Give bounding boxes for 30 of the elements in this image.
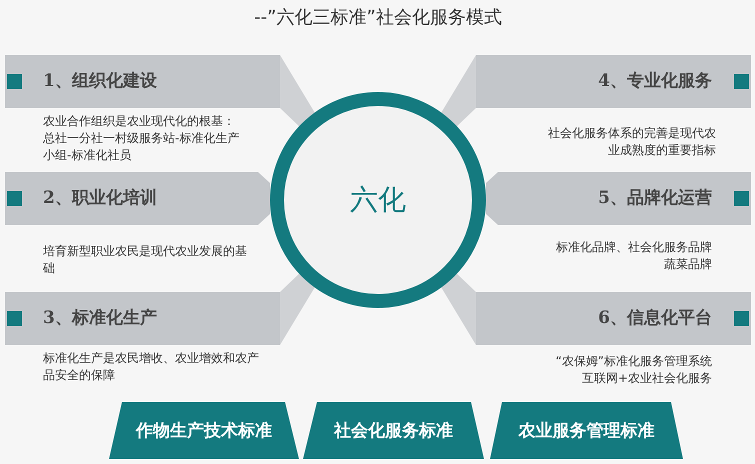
standard-label: 农业服务管理标准 bbox=[518, 420, 654, 442]
banner-band bbox=[476, 55, 751, 108]
description-text: 蔬菜品牌 bbox=[664, 256, 712, 273]
ring-circle bbox=[270, 92, 486, 308]
description-text: 互联网+农业社会化服务 bbox=[582, 370, 712, 387]
description-text: 社会化服务体系的完善是现代农业成熟度的重要指标 bbox=[547, 125, 716, 159]
band-heading: 6、信息化平台 bbox=[598, 307, 712, 329]
banner-band bbox=[486, 172, 751, 225]
band-heading: 2、职业化培训 bbox=[43, 187, 157, 209]
description-text: “农保姆”标准化服务管理系统 bbox=[556, 353, 712, 370]
standard-label: 作物生产技术标准 bbox=[136, 420, 272, 442]
description-text: 培育新型职业农民是现代农业发展的基础 bbox=[43, 243, 248, 277]
band-heading: 1、组织化建设 bbox=[43, 70, 157, 92]
banner-band bbox=[476, 292, 751, 345]
standard-label: 社会化服务标准 bbox=[334, 420, 453, 442]
banner-band bbox=[5, 292, 280, 345]
band-heading: 5、品牌化运营 bbox=[598, 187, 712, 209]
trapezoid-banner bbox=[490, 402, 683, 459]
banner-band bbox=[5, 55, 280, 108]
description-text: 标准化品牌、社会化服务品牌 bbox=[556, 239, 712, 256]
banner-band bbox=[5, 172, 270, 225]
description-text: 标准化生产是农民增收、农业增效和农产品安全的保障 bbox=[43, 350, 260, 384]
band-heading: 3、标准化生产 bbox=[43, 307, 157, 329]
band-heading: 4、专业化服务 bbox=[598, 70, 712, 92]
description-text: 农业合作组织是农业现代化的根基： bbox=[43, 113, 235, 130]
center-label: 六化 bbox=[350, 183, 406, 217]
description-text: 总社一分社一村级服务站-标准化生产小组-标准化社员 bbox=[43, 130, 240, 164]
trapezoid-banner bbox=[303, 402, 484, 459]
trapezoid-banner bbox=[109, 402, 299, 459]
title: --”六化三标准”社会化服务模式 bbox=[254, 6, 502, 30]
